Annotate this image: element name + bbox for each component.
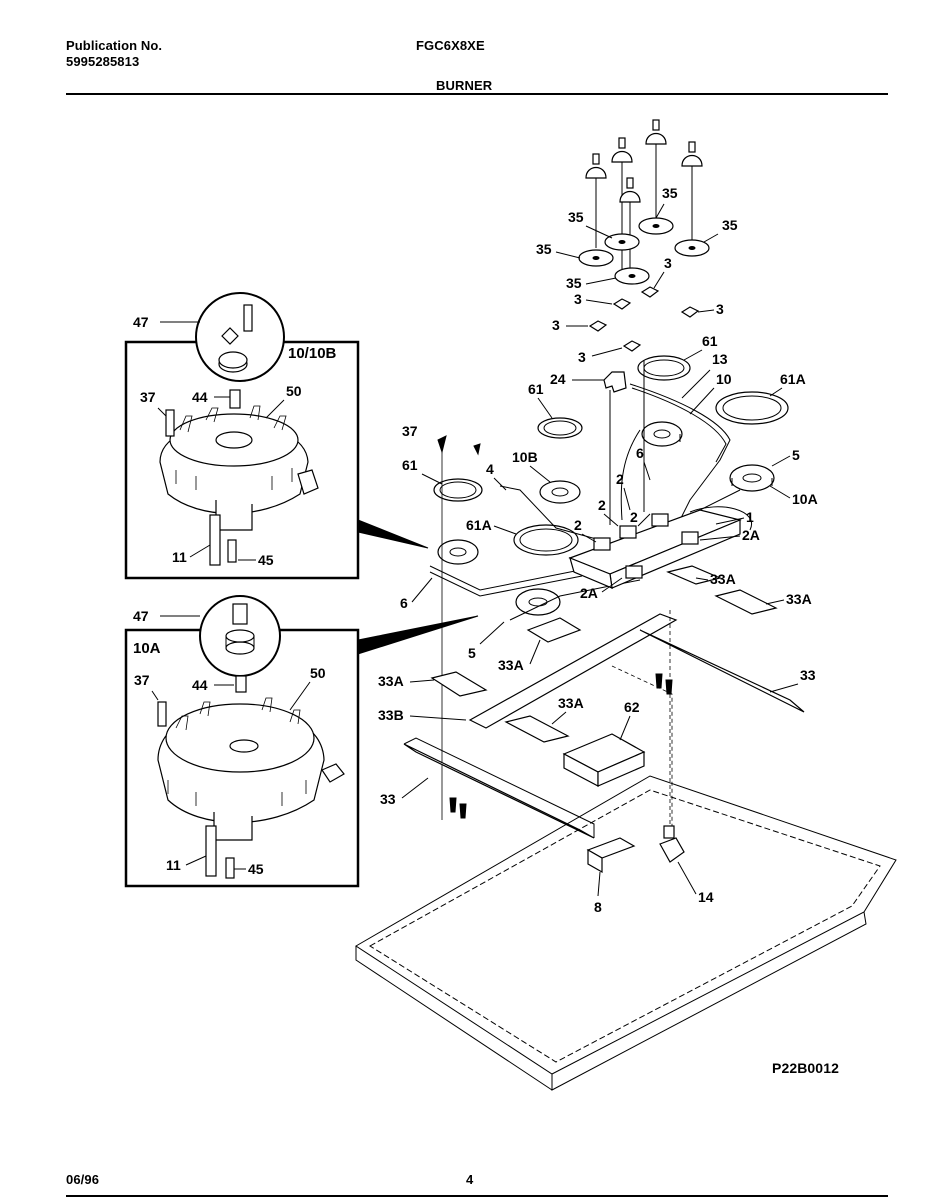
- manifold-assembly: [568, 506, 753, 589]
- callout-33-a: 33: [800, 667, 816, 683]
- callout-44-upper: 44: [192, 389, 208, 405]
- callout-8: 8: [594, 899, 602, 915]
- header-rule: [66, 93, 888, 95]
- callout-62: 62: [624, 699, 640, 715]
- callout-37-upper: 37: [140, 389, 156, 405]
- callout-3-a: 3: [664, 255, 672, 271]
- callout-2-c: 2: [598, 497, 606, 513]
- callout-14: 14: [698, 889, 714, 905]
- callout-33A-a: 33A: [710, 571, 736, 587]
- callout-50-upper: 50: [286, 383, 302, 399]
- callout-44-lower: 44: [192, 677, 208, 693]
- callout-35-b: 35: [662, 185, 678, 201]
- publication-label: Publication No.: [66, 38, 163, 53]
- inset-upper-detail-circle: [195, 292, 285, 382]
- knob-bezels: [578, 217, 710, 285]
- callout-6-b: 6: [636, 445, 644, 461]
- footer-rule: [66, 1195, 888, 1197]
- callout-33A-b: 33A: [786, 591, 812, 607]
- callout-33A-e: 33A: [558, 695, 584, 711]
- callout-10B: 10B: [512, 449, 538, 465]
- callout-2A-b: 2A: [580, 585, 598, 601]
- callout-33A-d: 33A: [378, 673, 404, 689]
- regulator-valve: [659, 825, 685, 863]
- callout-4: 4: [486, 461, 494, 477]
- callout-3-b: 3: [574, 291, 582, 307]
- burner-base-upper: [159, 389, 319, 566]
- callout-10A: 10A: [792, 491, 818, 507]
- cooktop-frame: [355, 775, 897, 1091]
- burner-base-lower: [157, 675, 345, 879]
- callout-61-b: 61: [528, 381, 544, 397]
- callout-2-d: 2: [630, 509, 638, 525]
- electrode-part: [243, 304, 253, 332]
- callout-3-c: 3: [716, 301, 724, 317]
- elbow-fitting: [603, 371, 627, 393]
- callout-61-a: 61: [702, 333, 718, 349]
- callout-61A-a: 61A: [780, 371, 806, 387]
- callout-33A-c: 33A: [498, 657, 524, 673]
- callout-2-a: 2: [574, 517, 582, 533]
- callout-13: 13: [712, 351, 728, 367]
- inset-lower-title: 10A: [133, 640, 161, 657]
- callout-1: 1: [746, 509, 754, 525]
- callout-47-lower: 47: [133, 608, 149, 624]
- callout-24: 24: [550, 371, 566, 387]
- model-number: FGC6X8XE: [416, 38, 485, 53]
- callout-11-lower: 11: [166, 857, 181, 873]
- knob-clips: [588, 286, 700, 352]
- callout-3-d: 3: [552, 317, 560, 333]
- callout-5-a: 5: [792, 447, 800, 463]
- callout-45-lower: 45: [248, 861, 264, 877]
- inset-lower-pointer: [357, 615, 479, 655]
- callout-2-b: 2: [616, 471, 624, 487]
- callout-35-d: 35: [536, 241, 552, 257]
- trim-rings: [433, 355, 789, 556]
- callout-37-main: 37: [402, 423, 418, 439]
- callout-33-b: 33: [380, 791, 396, 807]
- spark-module: [562, 733, 646, 787]
- callout-10: 10: [716, 371, 732, 387]
- section-title: BURNER: [436, 78, 493, 93]
- callout-6-a: 6: [400, 595, 408, 611]
- ignitor-switch: [586, 837, 636, 874]
- callout-11-upper: 11: [172, 549, 187, 565]
- callout-47-upper: 47: [133, 314, 149, 330]
- footer-page: 4: [466, 1172, 474, 1187]
- footer-date: 06/96: [66, 1172, 100, 1187]
- control-knobs: [585, 119, 703, 272]
- callout-3-e: 3: [578, 349, 586, 365]
- callout-61A-b: 61A: [466, 517, 492, 533]
- callout-35-c: 35: [722, 217, 738, 233]
- callout-37-lower: 37: [134, 672, 150, 688]
- callout-35-a: 35: [568, 209, 584, 225]
- inset-upper: 47 10/10B 37 44 50 11 45: [124, 292, 429, 580]
- diagram-code: P22B0012: [772, 1060, 839, 1076]
- callout-35-e: 35: [566, 275, 582, 291]
- callout-45-upper: 45: [258, 552, 274, 568]
- inset-upper-pointer: [357, 519, 429, 549]
- callout-2A-a: 2A: [742, 527, 760, 543]
- rails: [403, 613, 805, 839]
- inset-lower: 47 10A 37 44 50 11 45: [124, 595, 479, 888]
- burner-heads: [437, 421, 775, 616]
- inset-upper-title: 10/10B: [288, 345, 337, 362]
- callout-50-lower: 50: [310, 665, 326, 681]
- callout-33B: 33B: [378, 707, 404, 723]
- callout-5-b: 5: [468, 645, 476, 661]
- callout-61-c: 61: [402, 457, 418, 473]
- publication-number: 5995285813: [66, 54, 140, 69]
